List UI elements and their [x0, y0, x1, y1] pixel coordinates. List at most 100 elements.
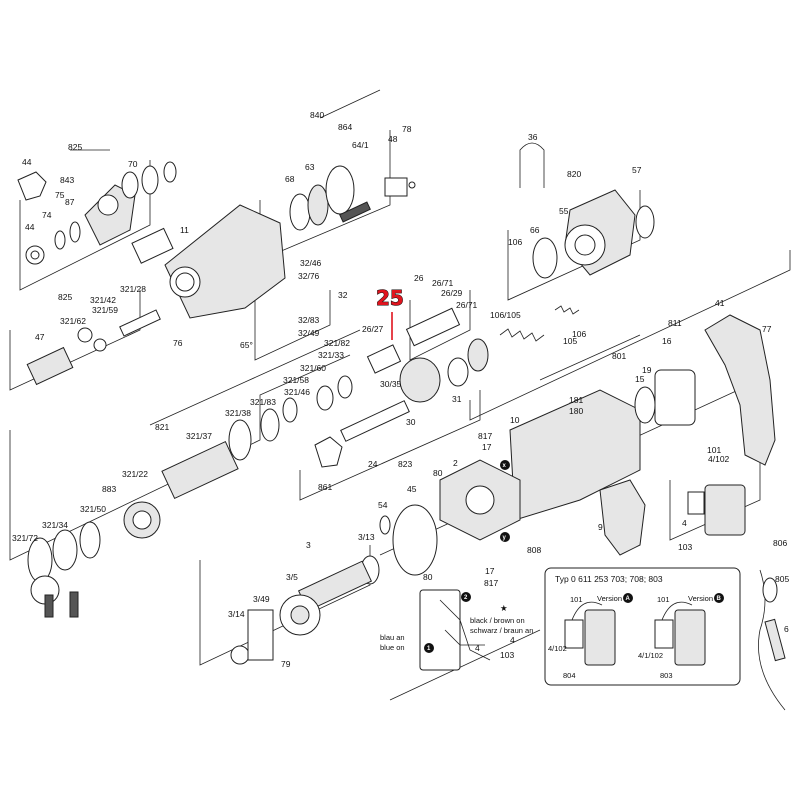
part-label-321-58: 321/58 [283, 375, 309, 385]
part-label-883: 883 [102, 484, 116, 494]
part-label-321-82: 321/82 [324, 338, 350, 348]
part-label-821: 821 [155, 422, 169, 432]
part-label-26-71: 26/71 [432, 278, 454, 288]
part-label-806: 806 [773, 538, 787, 548]
legend-label-103: 103 [500, 650, 514, 660]
part-label-10: 10 [510, 415, 520, 425]
part-label-3-13: 3/13 [358, 532, 375, 542]
part-label-321-34: 321/34 [42, 520, 68, 530]
part-label-321-60: 321/60 [300, 363, 326, 373]
part-label-801: 801 [612, 351, 626, 361]
part-label-4-102: 4/102 [708, 454, 730, 464]
part-label-44: 44 [25, 222, 35, 232]
wiring-detail: ★ black / brown on schwarz / braun an bl… [380, 460, 533, 671]
part-label-321-50: 321/50 [80, 504, 106, 514]
part-label-861: 861 [318, 482, 332, 492]
part-label-77: 77 [762, 324, 772, 334]
part-label-26: 26 [414, 273, 424, 283]
highlighted-part-callout: 25 [376, 286, 404, 340]
part-label-321-46: 321/46 [284, 387, 310, 397]
part-label-32: 32 [338, 290, 348, 300]
part-label-30-35: 30/35 [380, 379, 402, 389]
part-label-321-59: 321/59 [92, 305, 118, 315]
part-label-87: 87 [65, 197, 75, 207]
svg-text:1: 1 [427, 646, 431, 652]
inset-101-b: 101 [657, 595, 670, 604]
legend-black-brown-on: black / brown on [470, 616, 525, 625]
part-label-180: 180 [569, 406, 583, 416]
part-label-41: 41 [715, 298, 725, 308]
legend-star-symbol: ★ [500, 603, 508, 613]
legend-label-4: 4 [510, 635, 515, 645]
part-label-3-14: 3/14 [228, 609, 245, 619]
part-label-9: 9 [598, 522, 603, 532]
inset-title: Typ 0 611 253 703; 708; 803 [555, 574, 663, 584]
highlight-part-number: 25 [376, 286, 404, 310]
legend-black-brown-row: black / brown on schwarz / braun an [470, 616, 533, 635]
inset-version-b: Version [688, 594, 713, 603]
part-label-80: 80 [433, 468, 443, 478]
part-label-3: 3 [306, 540, 311, 550]
part-label-26-27: 26/27 [362, 324, 384, 334]
callout-2: 2 [461, 592, 471, 602]
part-label-820: 820 [567, 169, 581, 179]
part-label-16: 16 [662, 336, 672, 346]
part-label-55: 55 [559, 206, 569, 216]
part-label-864: 864 [338, 122, 352, 132]
callout-1: 1 [424, 643, 434, 653]
svg-text:y: y [503, 535, 507, 541]
part-label-74: 74 [42, 210, 52, 220]
part-label-76: 76 [173, 338, 183, 348]
inset-41102-b: 4/1/102 [638, 651, 663, 660]
svg-text:A: A [626, 596, 631, 602]
part-label-321-62: 321/62 [60, 316, 86, 326]
part-label-66: 66 [530, 225, 540, 235]
inset-version-a: Version [597, 594, 622, 603]
part-label-805: 805 [775, 574, 789, 584]
part-label-103: 103 [678, 542, 692, 552]
part-label-65-: 65° [240, 340, 253, 350]
part-shapes [17, 142, 786, 711]
inset-101-a: 101 [570, 595, 583, 604]
part-label-70: 70 [128, 159, 138, 169]
part-label-45: 45 [407, 484, 417, 494]
part-label-31: 31 [452, 394, 462, 404]
part-label-80: 80 [423, 572, 433, 582]
version-b-badge: B [714, 593, 724, 603]
part-label-106: 106 [572, 329, 586, 339]
part-label-17: 17 [485, 566, 495, 576]
part-label-811: 811 [668, 318, 682, 328]
part-label-54: 54 [378, 500, 388, 510]
svg-text:B: B [717, 596, 722, 602]
part-label-101: 101 [707, 445, 721, 455]
callout-x-top: x [500, 460, 510, 470]
part-label-4: 4 [682, 518, 687, 528]
part-label-64-1: 64/1 [352, 140, 369, 150]
part-label-2: 2 [453, 458, 458, 468]
part-label-4: 4 [475, 643, 480, 653]
part-label-15: 15 [635, 374, 645, 384]
part-label-321-33: 321/33 [318, 350, 344, 360]
part-label-26-29: 26/29 [441, 288, 463, 298]
part-label-26-71: 26/71 [456, 300, 478, 310]
inset-803: 803 [660, 671, 673, 680]
part-label-32-76: 32/76 [298, 271, 320, 281]
part-label-321-83: 321/83 [250, 397, 276, 407]
part-label-6: 6 [784, 624, 789, 634]
part-label-321-28: 321/28 [120, 284, 146, 294]
part-label-321-42: 321/42 [90, 295, 116, 305]
legend-blau-an: blau an [380, 633, 405, 642]
svg-text:2: 2 [464, 595, 468, 601]
part-label-44: 44 [22, 157, 32, 167]
inset-4102-a: 4/102 [548, 644, 567, 653]
part-label-105: 105 [563, 336, 577, 346]
part-label-24: 24 [368, 459, 378, 469]
part-label-321-72: 321/72 [12, 533, 38, 543]
part-label-3-5: 3/5 [286, 572, 298, 582]
part-label-321-22: 321/22 [122, 469, 148, 479]
part-label-78: 78 [402, 124, 412, 134]
part-label-75: 75 [55, 190, 65, 200]
part-label-825: 825 [58, 292, 72, 302]
part-label-840: 840 [310, 110, 324, 120]
